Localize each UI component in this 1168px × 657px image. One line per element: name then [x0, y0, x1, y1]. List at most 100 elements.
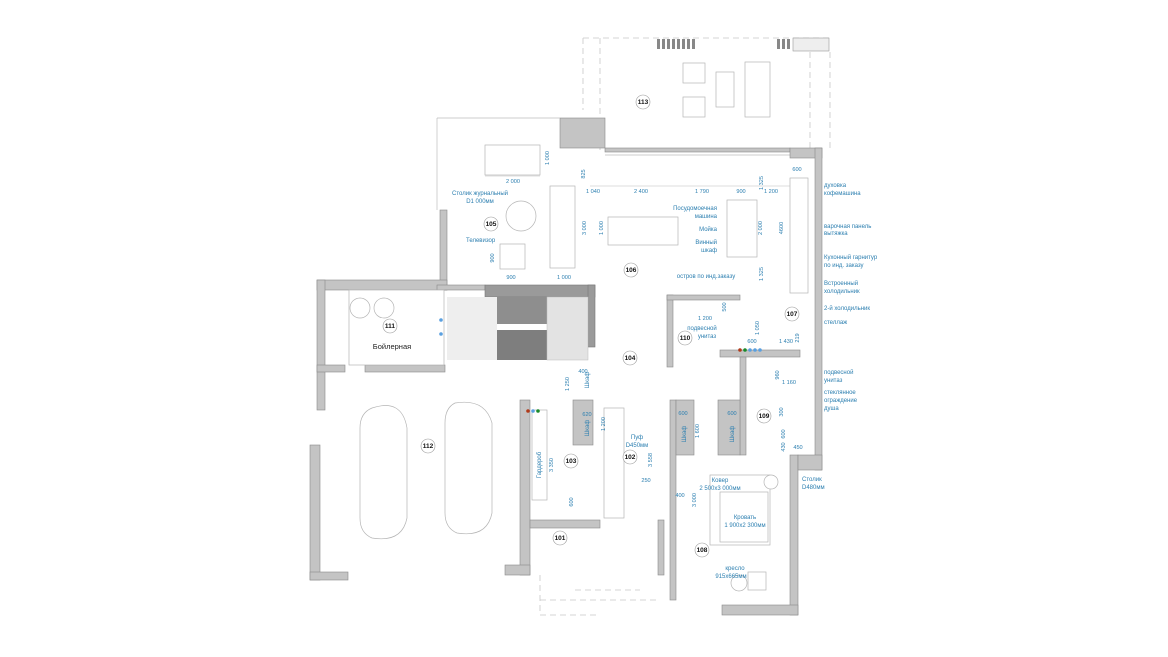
svg-text:112: 112: [423, 443, 434, 450]
dimension: 600: [781, 429, 787, 438]
room-103[interactable]: 103: [563, 453, 579, 469]
dimension: 1 325: [759, 267, 765, 281]
label: кофемашина: [824, 191, 861, 197]
dimension: 400: [675, 493, 684, 499]
label: варочная панель: [824, 224, 871, 230]
dimension: 1 000: [557, 275, 571, 281]
dimension: 1 200: [764, 189, 778, 195]
label: 1 900x2 300мм: [724, 523, 765, 529]
svg-text:109: 109: [759, 413, 770, 420]
room-106[interactable]: 106: [623, 262, 639, 278]
room-112[interactable]: 112: [420, 438, 436, 454]
svg-text:101: 101: [555, 535, 566, 542]
svg-text:103: 103: [566, 458, 577, 465]
dimension: 1 250: [565, 377, 571, 391]
room-101[interactable]: 101: [552, 530, 568, 546]
label: Винный: [695, 239, 717, 246]
svg-text:106: 106: [626, 267, 637, 274]
dimension: 600: [727, 411, 736, 417]
room-108[interactable]: 108: [694, 542, 710, 558]
dimension: 2 400: [634, 189, 648, 195]
svg-text:102: 102: [625, 454, 636, 461]
dimension: 219: [795, 333, 801, 342]
label: душа: [824, 406, 839, 412]
label: унитаз: [698, 334, 717, 340]
room-105[interactable]: 105: [483, 216, 499, 232]
label: стеклянное: [824, 390, 856, 396]
svg-text:104: 104: [625, 355, 636, 362]
label: Телевизор: [466, 238, 496, 244]
label: Встроенный: [824, 280, 858, 287]
room-107[interactable]: 107: [784, 306, 800, 322]
label: по инд. заказу: [824, 263, 864, 269]
label: D1 000мм: [466, 199, 494, 205]
furniture: [348, 144, 809, 592]
label: Ковер: [712, 478, 729, 484]
dimension: 825: [581, 169, 587, 178]
label: Кровать: [734, 515, 756, 521]
dimension: 1 160: [782, 380, 796, 386]
label: Гардероб: [537, 451, 543, 478]
label: кресло: [725, 566, 745, 572]
dimension: 1 325: [759, 176, 765, 190]
svg-text:105: 105: [486, 221, 497, 228]
room-104[interactable]: 104: [622, 350, 638, 366]
dimension: 600: [678, 411, 687, 417]
room-110[interactable]: 110: [677, 330, 693, 346]
label: Шкаф: [585, 420, 591, 437]
label: D450мм: [626, 443, 649, 449]
label: остров по инд.заказу: [677, 274, 736, 280]
boiler-room-label: Бойлерная: [373, 342, 411, 351]
dimension: 4600: [779, 222, 785, 234]
svg-text:108: 108: [697, 547, 708, 554]
room-109[interactable]: 109: [756, 408, 772, 424]
dimension: 900: [490, 253, 496, 262]
dimension: 430: [781, 442, 787, 451]
dimension: 3 558: [648, 453, 654, 467]
dimension: 2 000: [758, 221, 764, 235]
dimension: 3 000: [692, 493, 698, 507]
label: духовка: [824, 183, 847, 189]
label: Кухонный гарнитур: [824, 254, 878, 261]
label: 2-й холодильник: [824, 305, 870, 312]
label: подвесной: [824, 369, 853, 376]
label: машина: [695, 214, 718, 220]
dimension: 600: [569, 497, 575, 506]
svg-text:107: 107: [787, 311, 798, 318]
room-102[interactable]: 102: [622, 449, 638, 465]
svg-text:111: 111: [385, 323, 396, 330]
dimension: 900: [506, 275, 515, 281]
label: Столик журнальный: [452, 190, 508, 197]
label: подвесной: [687, 325, 716, 332]
label: вытяжка: [824, 231, 848, 237]
dimension: 600: [747, 339, 756, 345]
label: стеллаж: [824, 320, 847, 326]
svg-text:110: 110: [680, 335, 691, 342]
label: 915x665мм: [715, 574, 746, 580]
label: унитаз: [824, 378, 843, 384]
label: Шкаф: [730, 426, 736, 443]
staircase: [447, 296, 589, 361]
room-113[interactable]: 113: [635, 94, 651, 110]
label: Шкаф: [682, 426, 688, 443]
dimension: 1 050: [755, 321, 761, 335]
room-111[interactable]: 111: [382, 318, 398, 334]
label: Столик: [802, 477, 822, 483]
terrace-area: [559, 37, 831, 150]
label: ограждение: [824, 398, 858, 404]
dimension: 400: [578, 369, 587, 375]
dimension: 1 000: [599, 221, 605, 235]
dimension: 250: [641, 478, 650, 484]
dimension: 2 000: [506, 179, 520, 185]
dimensions: 2 000 1 000 825 1 040 2 400 1 790 900 1 …: [485, 151, 803, 507]
dimension: 1 430: [779, 339, 793, 345]
dimension: 1 040: [586, 189, 600, 195]
label: D480мм: [802, 485, 825, 491]
svg-text:113: 113: [638, 99, 649, 106]
dimension: 1 200: [601, 417, 607, 431]
dimension: 600: [792, 167, 801, 173]
dimension: 500: [722, 302, 728, 311]
label: 2 500x3 000мм: [699, 486, 740, 492]
dimension: 3 000: [582, 221, 588, 235]
